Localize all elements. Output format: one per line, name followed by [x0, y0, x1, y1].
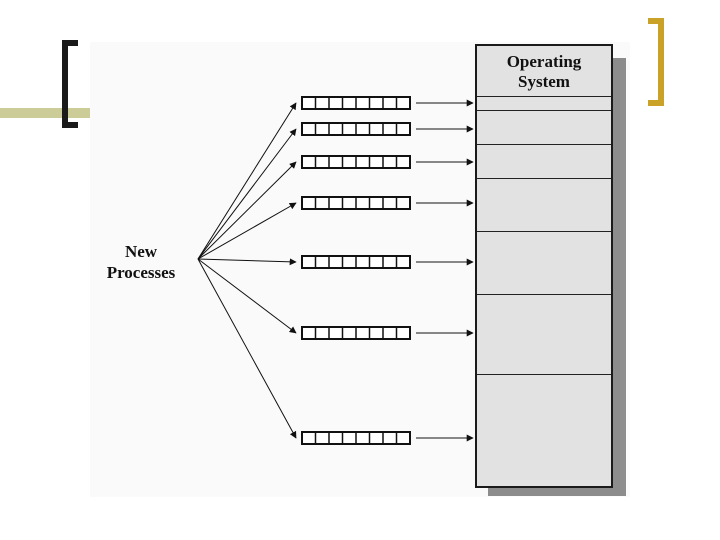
memory-partition-divider — [477, 178, 611, 179]
process-queue — [301, 122, 411, 136]
dispatch-arrow — [197, 102, 297, 260]
os-title: Operating System — [477, 52, 611, 92]
process-queue — [301, 431, 411, 445]
dispatch-arrow — [197, 161, 297, 260]
memory-partition-divider — [477, 231, 611, 232]
queue-to-partition-arrows — [416, 99, 474, 442]
process-queue — [301, 155, 411, 169]
memory-partition-divider — [477, 144, 611, 145]
dispatch-arrow — [197, 128, 297, 260]
process-queue — [301, 196, 411, 210]
decorative-rule — [0, 108, 92, 118]
new-processes-label-line2: Processes — [106, 263, 176, 282]
operating-system-memory: Operating System — [475, 44, 613, 488]
dispatch-arrow — [197, 258, 297, 439]
os-title-line1: Operating — [506, 52, 582, 71]
process-queue — [301, 326, 411, 340]
dispatch-arrow — [197, 258, 297, 266]
os-title-line2: System — [518, 72, 570, 91]
right-bracket-decoration — [648, 18, 664, 106]
dispatch-arrows — [197, 102, 297, 439]
memory-partition-divider — [477, 110, 611, 111]
process-queue — [301, 255, 411, 269]
dispatch-arrow — [197, 202, 297, 260]
memory-partition-divider — [477, 294, 611, 295]
left-bracket-decoration — [62, 40, 78, 128]
new-processes-label: New Processes — [82, 241, 200, 283]
dispatch-arrow — [197, 258, 297, 334]
process-queue — [301, 96, 411, 110]
partition-queues — [301, 96, 411, 445]
memory-partition-divider — [477, 374, 611, 375]
memory-partition-divider — [477, 96, 611, 97]
new-processes-label-line1: New — [124, 242, 158, 261]
